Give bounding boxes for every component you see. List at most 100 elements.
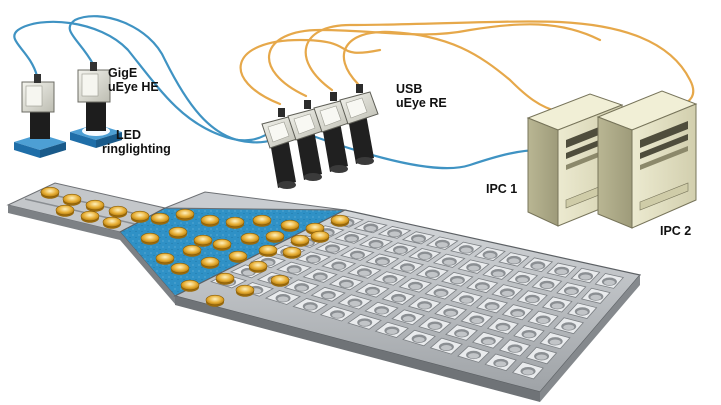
part: [155, 252, 175, 265]
part-top: [310, 230, 330, 242]
part: [270, 274, 290, 287]
part-top: [193, 234, 213, 246]
industrial-camera-icon: [77, 62, 111, 131]
connector: [278, 108, 285, 117]
cell-hole-floor: [351, 253, 363, 259]
cell-hole-floor: [580, 274, 592, 280]
cell-hole-floor: [523, 332, 535, 338]
cell-hole-floor: [413, 236, 425, 242]
cell-hole-floor: [536, 354, 548, 360]
cable: [239, 38, 382, 106]
part: [225, 216, 245, 229]
cell-hole-floor: [522, 369, 534, 375]
part: [235, 284, 255, 297]
lens-front: [278, 181, 296, 189]
usb-camera-icon: [339, 84, 379, 165]
part-top: [330, 214, 350, 226]
part: [252, 214, 272, 227]
cell-hole-floor: [603, 279, 615, 286]
part: [108, 205, 128, 218]
part-top: [200, 214, 220, 226]
lens-front: [330, 165, 348, 173]
cell-hole-floor: [435, 290, 447, 297]
cell-hole-floor: [440, 345, 452, 351]
cell-hole-floor: [389, 231, 401, 237]
cell-hole-floor: [508, 258, 520, 264]
cell-hole-floor: [460, 247, 472, 253]
cell-hole-floor: [497, 325, 509, 331]
cell-hole-floor: [576, 309, 588, 315]
part-top: [155, 252, 175, 264]
cell-hole-floor: [565, 288, 577, 295]
part: [193, 234, 213, 247]
part: [240, 232, 260, 245]
cable: [68, 15, 292, 144]
part: [280, 219, 300, 232]
cell-hole-floor: [326, 246, 338, 252]
part-top: [108, 205, 128, 217]
part-top: [248, 260, 268, 272]
cell-hole-floor: [426, 271, 438, 278]
usb-camera-icon: [287, 100, 327, 181]
cell-hole-floor: [296, 285, 308, 291]
connector: [330, 92, 337, 101]
cell-hole-floor: [366, 289, 378, 295]
gige-camera-group: [14, 62, 122, 158]
part-top: [150, 212, 170, 224]
ipc2-label: IPC 2: [660, 224, 692, 238]
cell-hole-floor: [365, 225, 377, 232]
cell-hole-floor: [443, 259, 455, 265]
lens: [348, 114, 374, 164]
cell-hole-floor: [451, 278, 463, 284]
cell-hole-floor: [532, 263, 544, 269]
part: [130, 210, 150, 223]
part: [102, 216, 122, 229]
cell-hole-floor: [288, 267, 300, 273]
cell-hole-floor: [468, 265, 480, 271]
cell-hole-floor: [468, 353, 480, 359]
cell-hole-floor: [517, 277, 529, 283]
cell-hole-floor: [394, 248, 406, 254]
cell-hole-floor: [376, 259, 388, 265]
usb-camera-group: [261, 84, 379, 189]
cable: [342, 30, 562, 114]
part: [290, 234, 310, 247]
cell-hole-floor: [476, 284, 488, 290]
cell-hole-floor: [419, 253, 431, 260]
cell-hole-floor: [484, 252, 496, 259]
cell-hole-floor: [331, 312, 343, 318]
body-face: [267, 121, 290, 143]
part: [205, 294, 225, 307]
ring-light-icon: [14, 124, 122, 158]
gige-label-line1: GigE: [108, 66, 138, 80]
cell-hole-floor: [376, 308, 388, 314]
cell-hole-floor: [541, 283, 553, 289]
body-face: [345, 97, 368, 119]
cell-hole-floor: [526, 297, 538, 303]
part-top: [102, 216, 122, 228]
part-top: [182, 244, 202, 256]
cell-hole-floor: [445, 310, 457, 316]
part-top: [80, 210, 100, 222]
ipc1-label: IPC 1: [486, 182, 518, 196]
part: [258, 244, 278, 257]
cell-hole-floor: [370, 242, 382, 248]
part: [180, 279, 200, 292]
cell-hole-floor: [486, 304, 498, 310]
cell-hole-floor: [401, 265, 413, 271]
cell-hole-floor: [551, 303, 563, 309]
part-top: [252, 214, 272, 226]
part: [62, 193, 82, 206]
cell-hole-floor: [471, 317, 483, 324]
led-label: LED ringlighting: [102, 128, 171, 156]
cell-hole-floor: [349, 300, 361, 307]
part-top: [40, 186, 60, 198]
part-top: [212, 238, 232, 250]
cell-hole-floor: [384, 277, 396, 283]
usb-label: USB uEye RE: [396, 82, 447, 110]
cell-hole-floor: [393, 296, 405, 302]
part-top: [205, 294, 225, 306]
cell-hole-floor: [436, 242, 448, 248]
cell-hole-floor: [461, 297, 473, 303]
